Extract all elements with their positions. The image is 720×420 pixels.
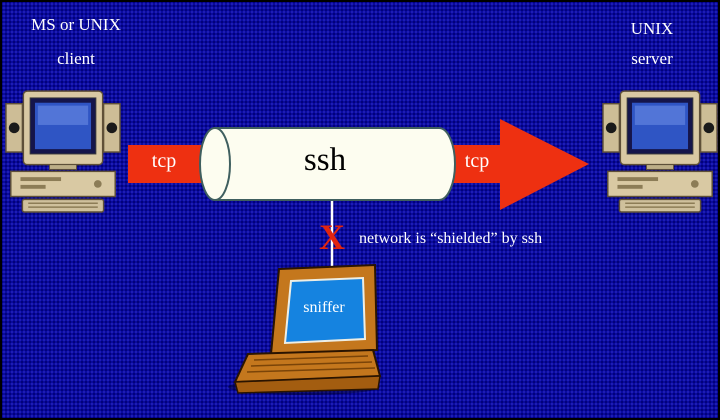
keyboard-row-line [250, 361, 373, 367]
laptop-display [283, 276, 367, 345]
sniffer-label: sniffer [303, 299, 345, 316]
client-role-label: client [57, 49, 95, 68]
laptop-front-edge [234, 375, 381, 394]
tcp-arrow-head [500, 119, 589, 210]
tunnel-opening [199, 127, 231, 201]
tcp-right-label: tcp [464, 150, 490, 172]
shielded-caption: network is “shielded” by ssh [359, 230, 543, 247]
client-platform-label: MS or UNIX [31, 15, 121, 34]
ssh-tunnel-label: ssh [303, 142, 347, 178]
keyboard-row-line [253, 355, 369, 361]
tunnel-body [214, 127, 456, 201]
server-computer-icon [602, 90, 718, 213]
client-computer-icon [5, 90, 121, 213]
server-role-label: server [631, 49, 673, 68]
laptop-sniffer-icon [228, 263, 382, 395]
ssh-tunnel-tube [199, 127, 456, 201]
server-platform-label: UNIX [630, 19, 674, 38]
tcp-left-label: tcp [151, 150, 177, 172]
blocked-x-icon: X [319, 217, 345, 257]
keyboard-row-line [246, 367, 376, 373]
